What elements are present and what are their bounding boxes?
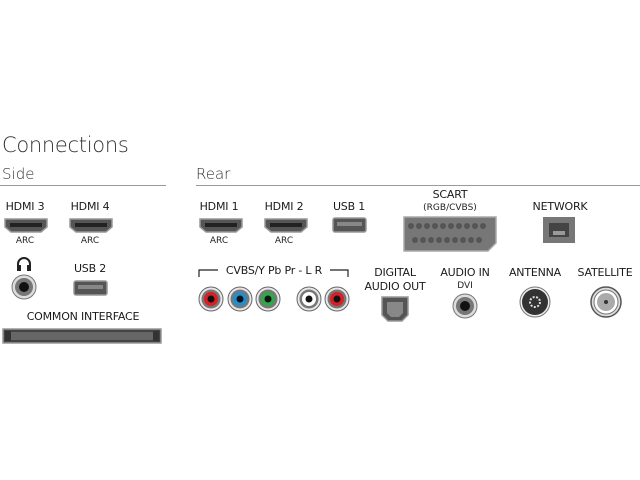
headphones-icon [16, 256, 32, 272]
hdmi4-label: HDMI 4 [70, 200, 110, 213]
rca-jack-3 [255, 286, 281, 312]
hdmi3-arc-label: ARC [15, 236, 35, 246]
usb-port-icon [332, 217, 367, 233]
usb1-label: USB 1 [332, 200, 366, 213]
rca-jack-5 [324, 286, 350, 312]
audio-in-dvi-label: DVI [457, 281, 473, 291]
hdmi3-label: HDMI 3 [5, 200, 45, 213]
common-interface-label: COMMON INTERFACE [26, 310, 140, 323]
usb2-label: USB 2 [73, 262, 107, 275]
component-bracket: CVBS/Y Pb Pr - L R [198, 264, 350, 278]
coax-port-icon [519, 286, 551, 318]
side-section-label: Side [2, 165, 35, 183]
audio-in-label: AUDIO IN [440, 266, 490, 279]
hdmi-port-icon [263, 217, 309, 233]
rca-jack-4 [296, 286, 322, 312]
hdmi4-arc-label: ARC [80, 236, 100, 246]
f-connector-icon [590, 286, 622, 318]
usb-port-icon [73, 280, 108, 296]
component-label: CVBS/Y Pb Pr - L R [225, 264, 323, 277]
hdmi2-arc-label: ARC [274, 236, 294, 246]
network-label: NETWORK [532, 200, 588, 213]
rear-divider [196, 185, 640, 186]
digital-label: DIGITAL [374, 266, 416, 279]
satellite-label: SATELLITE [577, 266, 633, 279]
hdmi1-label: HDMI 1 [199, 200, 239, 213]
3.5mm-jack-icon [452, 293, 478, 319]
scart-label: SCART [432, 188, 468, 201]
side-divider [0, 185, 166, 186]
audio-out-label: AUDIO OUT [364, 280, 426, 293]
optical-port-icon [381, 296, 409, 322]
rear-section-label: Rear [196, 165, 231, 183]
scart-sublabel: (RGB/CVBS) [423, 203, 477, 213]
3.5mm-jack-icon [11, 274, 37, 300]
hdmi1-arc-label: ARC [209, 236, 229, 246]
rca-jack-1 [198, 286, 224, 312]
hdmi2-label: HDMI 2 [264, 200, 304, 213]
antenna-label: ANTENNA [508, 266, 561, 279]
scart-port-icon [400, 215, 500, 253]
hdmi-port-icon [3, 217, 49, 233]
hdmi-port-icon [198, 217, 244, 233]
rca-jack-2 [227, 286, 253, 312]
ci-slot-icon [2, 328, 162, 344]
hdmi-port-icon [68, 217, 114, 233]
page-title: Connections [2, 133, 129, 157]
ethernet-port-icon [543, 217, 575, 243]
rca-jacks-icon [198, 284, 352, 314]
